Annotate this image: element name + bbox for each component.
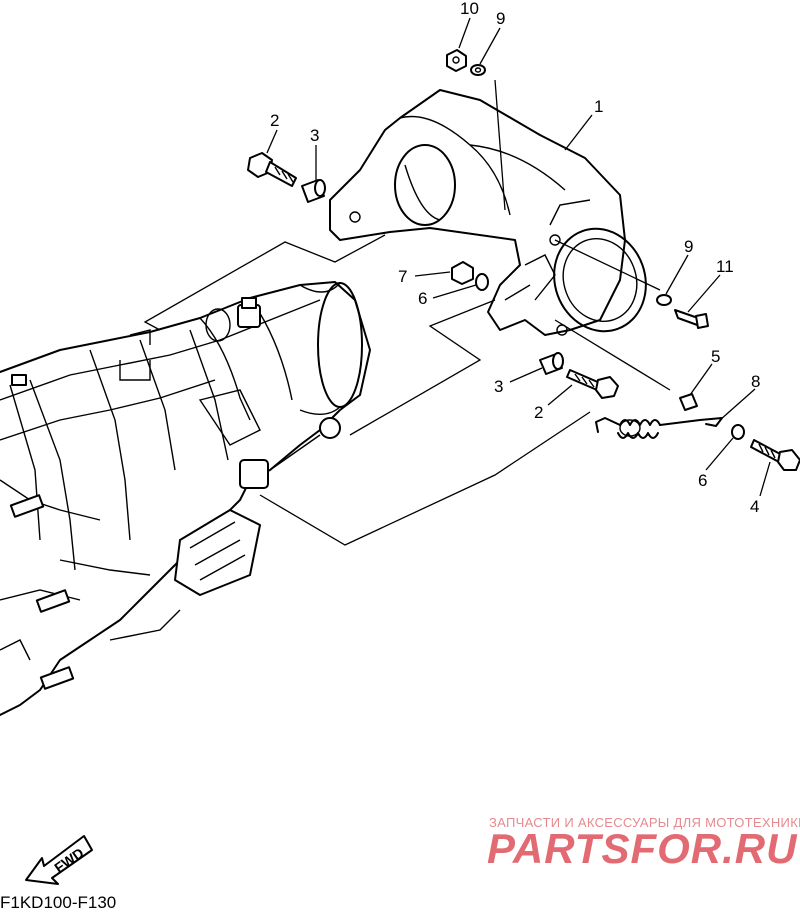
nut-part-7 [451, 261, 474, 285]
callout-2-upper: 2 [270, 111, 279, 130]
callout-6-middle: 6 [418, 289, 427, 308]
washer-part-9-right [656, 294, 672, 306]
collar-part-3-upper [301, 179, 326, 203]
alignment-guides [143, 79, 671, 546]
callout-7: 7 [398, 267, 407, 286]
washer-part-6-middle [475, 273, 489, 291]
callout-6-lower: 6 [698, 471, 707, 490]
callout-4: 4 [750, 497, 759, 516]
collar-part-3-lower [539, 352, 564, 375]
watermark-tagline: ЗАПЧАСТИ И АКСЕССУАРЫ ДЛЯ МОТОТЕХНИКИ [489, 815, 800, 830]
washer-part-6-lower [731, 424, 745, 440]
callout-9-right: 9 [684, 237, 693, 256]
callout-1: 1 [594, 97, 603, 116]
callout-8: 8 [751, 372, 760, 391]
collar-part-5 [679, 393, 698, 411]
nozzle-housing-part-1 [329, 89, 647, 336]
callout-3-lower: 3 [494, 377, 503, 396]
stud-icon [9, 374, 75, 690]
washer-part-9-top [470, 64, 486, 76]
jet-pump-assembly [0, 281, 371, 716]
callout-9-top: 9 [496, 9, 505, 28]
spring-part-8 [595, 417, 723, 439]
forward-direction-arrow: FWD [22, 832, 94, 887]
bolt-part-2-upper [247, 152, 297, 187]
watermark-logo: PARTSFOR.RU [487, 825, 798, 872]
callout-3-upper: 3 [310, 126, 319, 145]
callout-5: 5 [711, 347, 720, 366]
callout-11: 11 [716, 257, 734, 276]
bolt-part-11 [674, 309, 709, 329]
callout-leaders [266, 17, 771, 497]
bolt-part-2-lower [566, 369, 619, 399]
bolt-part-4 [750, 439, 800, 471]
callout-2-lower: 2 [534, 403, 543, 422]
callout-10: 10 [460, 0, 479, 18]
nut-part-10 [446, 49, 467, 72]
drawing-code: F1KD100-F130 [0, 893, 117, 912]
